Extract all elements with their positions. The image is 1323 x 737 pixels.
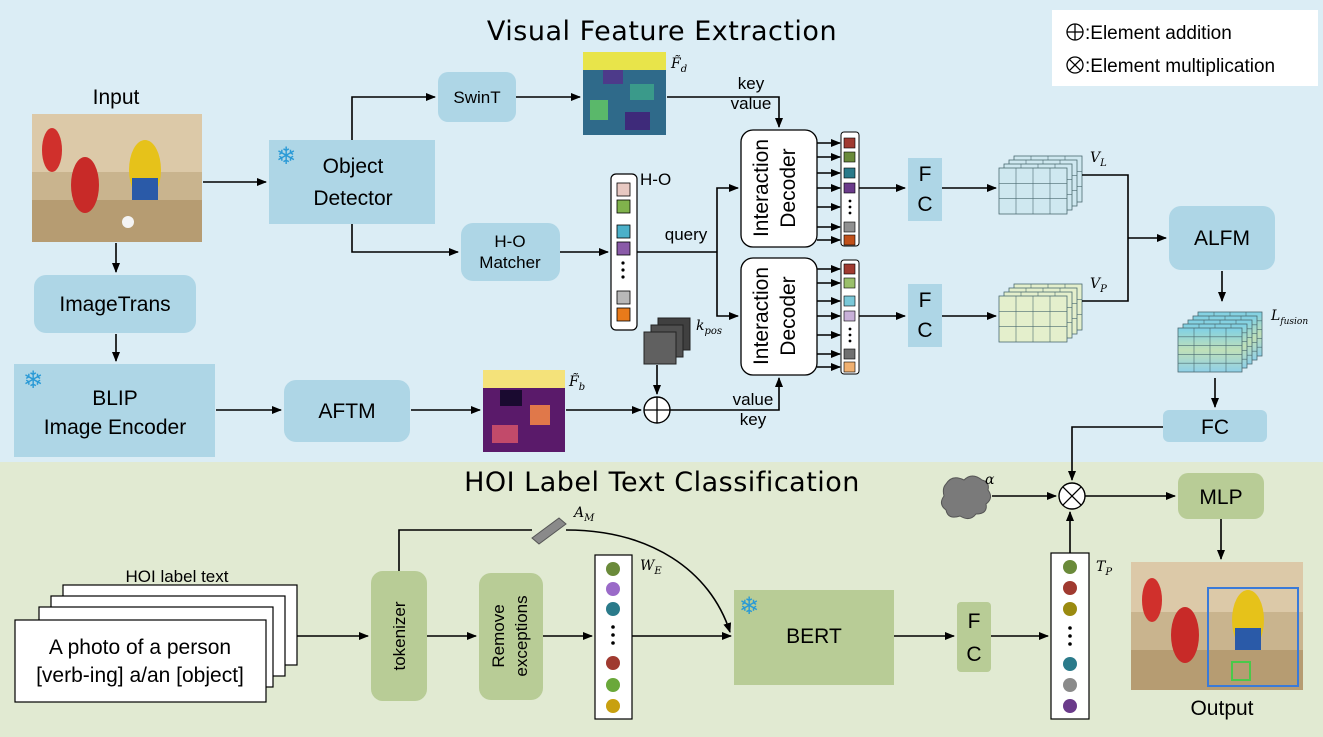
feature-map-fb xyxy=(483,370,565,452)
fb-symbol: F̃b xyxy=(568,372,585,393)
alfm-block: ALFM xyxy=(1169,206,1275,270)
fc-bottom-letter-f: F xyxy=(919,289,932,312)
legend-multiplication-label: :Element multiplication xyxy=(1085,56,1275,77)
vp-symbol: VP xyxy=(1090,276,1107,295)
remove-exceptions-block: Remove exceptions xyxy=(479,573,543,700)
decoder-top-output-tokens xyxy=(840,131,860,247)
kpos-embedding-stack xyxy=(643,317,691,365)
vp-feature-stack xyxy=(998,283,1083,343)
am-attention-mask xyxy=(531,517,567,545)
lfusion-symbol: Lfusion xyxy=(1270,308,1308,327)
value-label-top: value xyxy=(731,94,772,113)
hoi-label-text-stack xyxy=(14,584,298,703)
we-embedding-column xyxy=(594,554,633,720)
output-image xyxy=(1131,562,1303,690)
interaction-decoder-top-label-line2: Decoder xyxy=(777,148,800,227)
ho-token-column xyxy=(610,173,638,331)
object-detector-label-line2: Detector xyxy=(313,187,392,210)
fc-text-block: F C xyxy=(957,602,991,672)
input-label: Input xyxy=(93,86,140,109)
feature-map-fd xyxy=(583,52,666,135)
blip-label-line1: BLIP xyxy=(92,387,138,410)
aftm-block: AFTM xyxy=(284,380,410,442)
snowflake-icon: ❄ xyxy=(23,366,43,394)
mlp-label: MLP xyxy=(1199,486,1242,509)
blip-image-encoder-block: ❄ BLIP Image Encoder xyxy=(14,364,215,457)
cloud-icon xyxy=(940,475,992,520)
ho-matcher-label-line2: Matcher xyxy=(479,253,541,272)
value-label-bottom: value xyxy=(733,390,774,409)
fc-right-block: FC xyxy=(1163,410,1267,442)
element-multiplication-icon xyxy=(1066,56,1084,74)
aftm-label: AFTM xyxy=(318,400,375,423)
vl-symbol: VL xyxy=(1090,150,1107,169)
ho-token-label: H-O xyxy=(640,170,671,189)
swint-label: SwinT xyxy=(453,88,500,107)
imagetrans-block: ImageTrans xyxy=(34,275,196,333)
swint-block: SwinT xyxy=(438,72,516,122)
lfusion-feature-stack xyxy=(1177,311,1263,373)
hoi-label-text-title: HOI label text xyxy=(126,567,229,586)
key-label-top: key xyxy=(738,74,765,93)
element-addition-icon xyxy=(1066,23,1084,41)
ho-matcher-block: H-O Matcher xyxy=(461,223,560,281)
query-label: query xyxy=(665,225,708,244)
fc-bottom-block: F C xyxy=(908,284,942,347)
bert-label: BERT xyxy=(786,625,842,648)
tokenizer-label: tokenizer xyxy=(390,601,409,670)
ho-matcher-label-line1: H-O xyxy=(494,232,525,251)
object-detector-label-line1: Object xyxy=(323,155,384,178)
prompt-line-2: [verb-ing] a/an [object] xyxy=(36,664,244,687)
legend: :Element addition :Element multiplicatio… xyxy=(1052,10,1318,86)
fc-top-letter-f: F xyxy=(919,163,932,186)
alfm-label: ALFM xyxy=(1194,227,1250,250)
element-addition-node xyxy=(643,396,671,424)
hoi-label-text-classification-title: HOI Label Text Classification xyxy=(464,467,860,498)
tp-symbol: TP xyxy=(1096,559,1112,578)
fc-text-letter-f: F xyxy=(968,610,981,633)
fc-text-letter-c: C xyxy=(966,643,981,666)
interaction-decoder-top-label-line1: Interaction xyxy=(750,139,773,237)
bert-block: ❄ BERT xyxy=(734,590,894,685)
visual-feature-extraction-title: Visual Feature Extraction xyxy=(487,16,837,47)
interaction-decoder-top: Interaction Decoder xyxy=(740,129,818,248)
snowflake-icon: ❄ xyxy=(276,142,296,170)
interaction-decoder-bottom: Interaction Decoder xyxy=(740,257,818,376)
fc-top-letter-c: C xyxy=(917,193,932,216)
element-multiplication-node xyxy=(1058,482,1086,510)
prompt-line-1: A photo of a person xyxy=(49,636,231,659)
decoder-bottom-output-tokens xyxy=(840,259,860,375)
fc-bottom-letter-c: C xyxy=(917,319,932,342)
kpos-symbol: kpos xyxy=(696,318,722,337)
remove-exceptions-label-line2: exceptions xyxy=(512,595,531,676)
connectors xyxy=(112,93,1226,640)
mlp-block: MLP xyxy=(1178,473,1264,519)
tokenizer-block: tokenizer xyxy=(371,571,427,701)
alpha-symbol: α xyxy=(985,472,995,488)
imagetrans-label: ImageTrans xyxy=(59,293,170,316)
object-detector-block: ❄ Object Detector xyxy=(269,140,435,224)
key-label-bottom: key xyxy=(740,410,767,429)
interaction-decoder-bottom-label-line1: Interaction xyxy=(750,267,773,365)
input-image xyxy=(32,114,202,242)
remove-exceptions-label-line1: Remove xyxy=(489,604,508,667)
tp-text-feature-column xyxy=(1050,552,1090,720)
we-symbol: WE xyxy=(640,558,662,577)
fc-top-block: F C xyxy=(908,158,942,221)
blip-label-line2: Image Encoder xyxy=(44,416,186,439)
fd-symbol: F̃d xyxy=(670,54,687,75)
snowflake-icon: ❄ xyxy=(739,592,759,620)
interaction-decoder-bottom-label-line2: Decoder xyxy=(777,276,800,355)
vl-feature-stack xyxy=(998,155,1083,215)
fc-right-label: FC xyxy=(1201,416,1229,439)
output-label: Output xyxy=(1190,697,1253,720)
legend-addition-label: :Element addition xyxy=(1085,23,1232,44)
am-symbol: AM xyxy=(572,505,595,524)
